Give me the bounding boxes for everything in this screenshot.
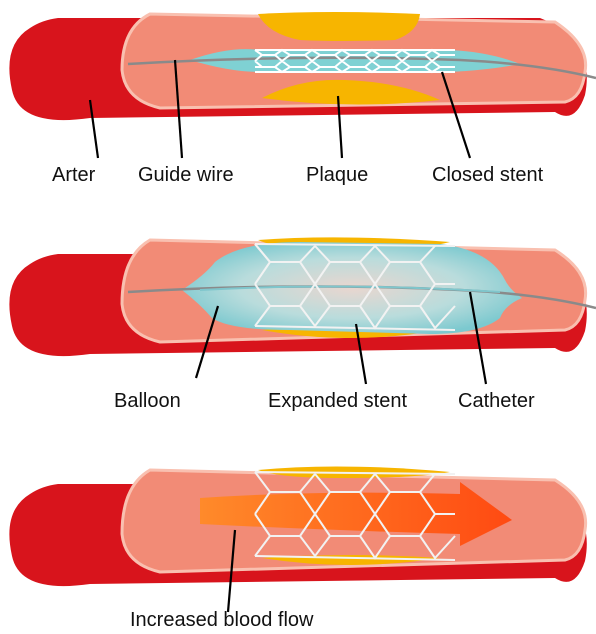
label-guide-wire: Guide wire	[138, 165, 234, 185]
label-catheter: Catheter	[458, 391, 535, 411]
label-blood-flow: Increased blood flow	[130, 610, 313, 630]
panel-restored-flow	[9, 466, 586, 612]
panel-closed-stent	[9, 12, 596, 158]
label-closed-stent: Closed stent	[432, 165, 543, 185]
label-expanded-stent: Expanded stent	[268, 391, 407, 411]
label-balloon: Balloon	[114, 391, 181, 411]
panel-expanded-stent	[9, 237, 596, 384]
label-artery: Arter	[52, 165, 95, 185]
label-plaque: Plaque	[306, 165, 368, 185]
